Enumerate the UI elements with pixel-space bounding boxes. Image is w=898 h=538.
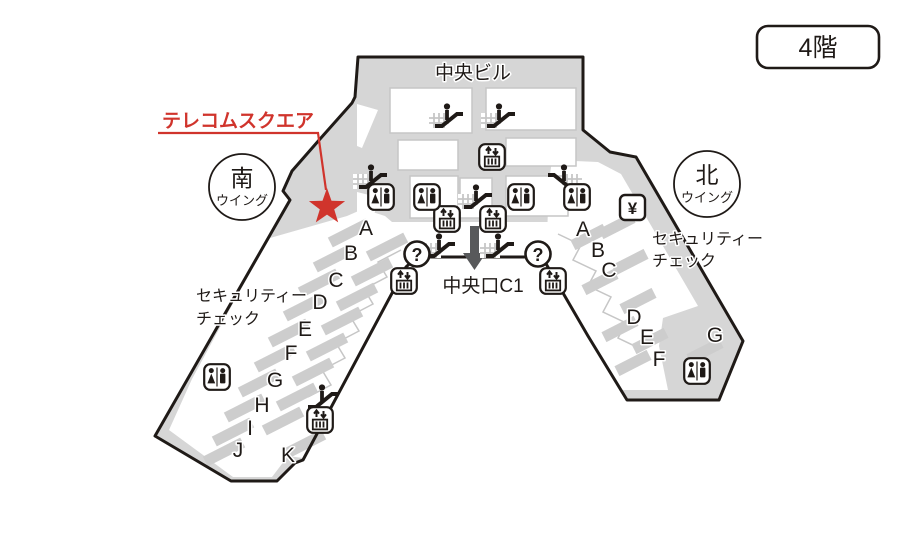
counter-letter: A	[576, 218, 590, 241]
toilet-icon	[367, 183, 395, 211]
security-check-south-line1: セキュリティー	[196, 288, 307, 305]
counter-letters-north: A B C D E F G	[574, 217, 724, 373]
counter-letter: K	[281, 444, 295, 467]
south-wing-badge: 南 ウイング	[208, 153, 276, 221]
telecom-square-label: テレコムスクエア	[162, 110, 314, 132]
information-icon: ?	[403, 240, 431, 268]
counter-letter: D	[626, 306, 641, 329]
counter-letters-south: A B C D E F G H I J K	[231, 216, 374, 469]
floor-badge: 4階	[755, 24, 881, 70]
information-glyph: ?	[533, 245, 544, 265]
elevator-icon	[306, 406, 334, 434]
toilet-icon	[507, 183, 535, 211]
south-wing-type: ウイング	[216, 193, 268, 208]
north-wing-type: ウイング	[681, 190, 733, 205]
central-building-label: 中央ビル	[435, 62, 511, 84]
south-wing-name: 南	[231, 165, 254, 191]
central-exit-label: 中央口C1	[442, 275, 523, 297]
counter-letter: F	[285, 342, 298, 365]
elevator-icon	[478, 143, 506, 171]
currency-exchange-icon: ¥	[618, 193, 647, 222]
information-glyph: ?	[412, 245, 423, 265]
terminal-outline-stroke	[153, 55, 745, 483]
counter-letter: G	[707, 324, 723, 347]
counter-letter: E	[640, 326, 654, 349]
counter-letter: B	[344, 242, 358, 265]
counter-letter: G	[267, 369, 283, 392]
elevator-icon	[539, 267, 567, 295]
counter-letter: C	[328, 269, 343, 292]
toilet-icon	[413, 183, 441, 211]
counter-stripes-south	[202, 218, 409, 467]
elevator-icon	[433, 205, 461, 233]
counter-letter: A	[359, 217, 373, 240]
counter-letter: J	[233, 439, 244, 462]
location-star-icon	[308, 188, 346, 223]
floor-badge-label: 4階	[799, 34, 838, 62]
counter-letter: F	[653, 348, 666, 371]
toilet-icon	[683, 357, 711, 385]
information-icon: ?	[524, 240, 552, 268]
counter-stripes-north	[570, 212, 724, 377]
currency-glyph: ¥	[628, 199, 638, 218]
counter-letter: H	[254, 394, 269, 417]
toilet-icon	[203, 363, 231, 391]
toilet-icon	[563, 183, 591, 211]
north-wing-badge: 北 ウイング	[673, 150, 741, 218]
counter-letter: E	[298, 318, 312, 341]
counter-letter: I	[247, 417, 253, 440]
north-wing-name: 北	[696, 162, 719, 188]
elevator-icon	[479, 205, 507, 233]
security-check-north-line2: チェック	[652, 252, 716, 270]
annotation-leader-line	[158, 131, 328, 191]
counter-letter: D	[312, 291, 327, 314]
security-check-north-line1: セキュリティー	[652, 231, 763, 248]
counter-letter: C	[601, 259, 616, 282]
exit-arrow-icon	[463, 226, 486, 270]
counter-letter: B	[591, 239, 605, 262]
elevator-icon	[390, 267, 418, 295]
security-check-south-line2: チェック	[196, 310, 260, 328]
